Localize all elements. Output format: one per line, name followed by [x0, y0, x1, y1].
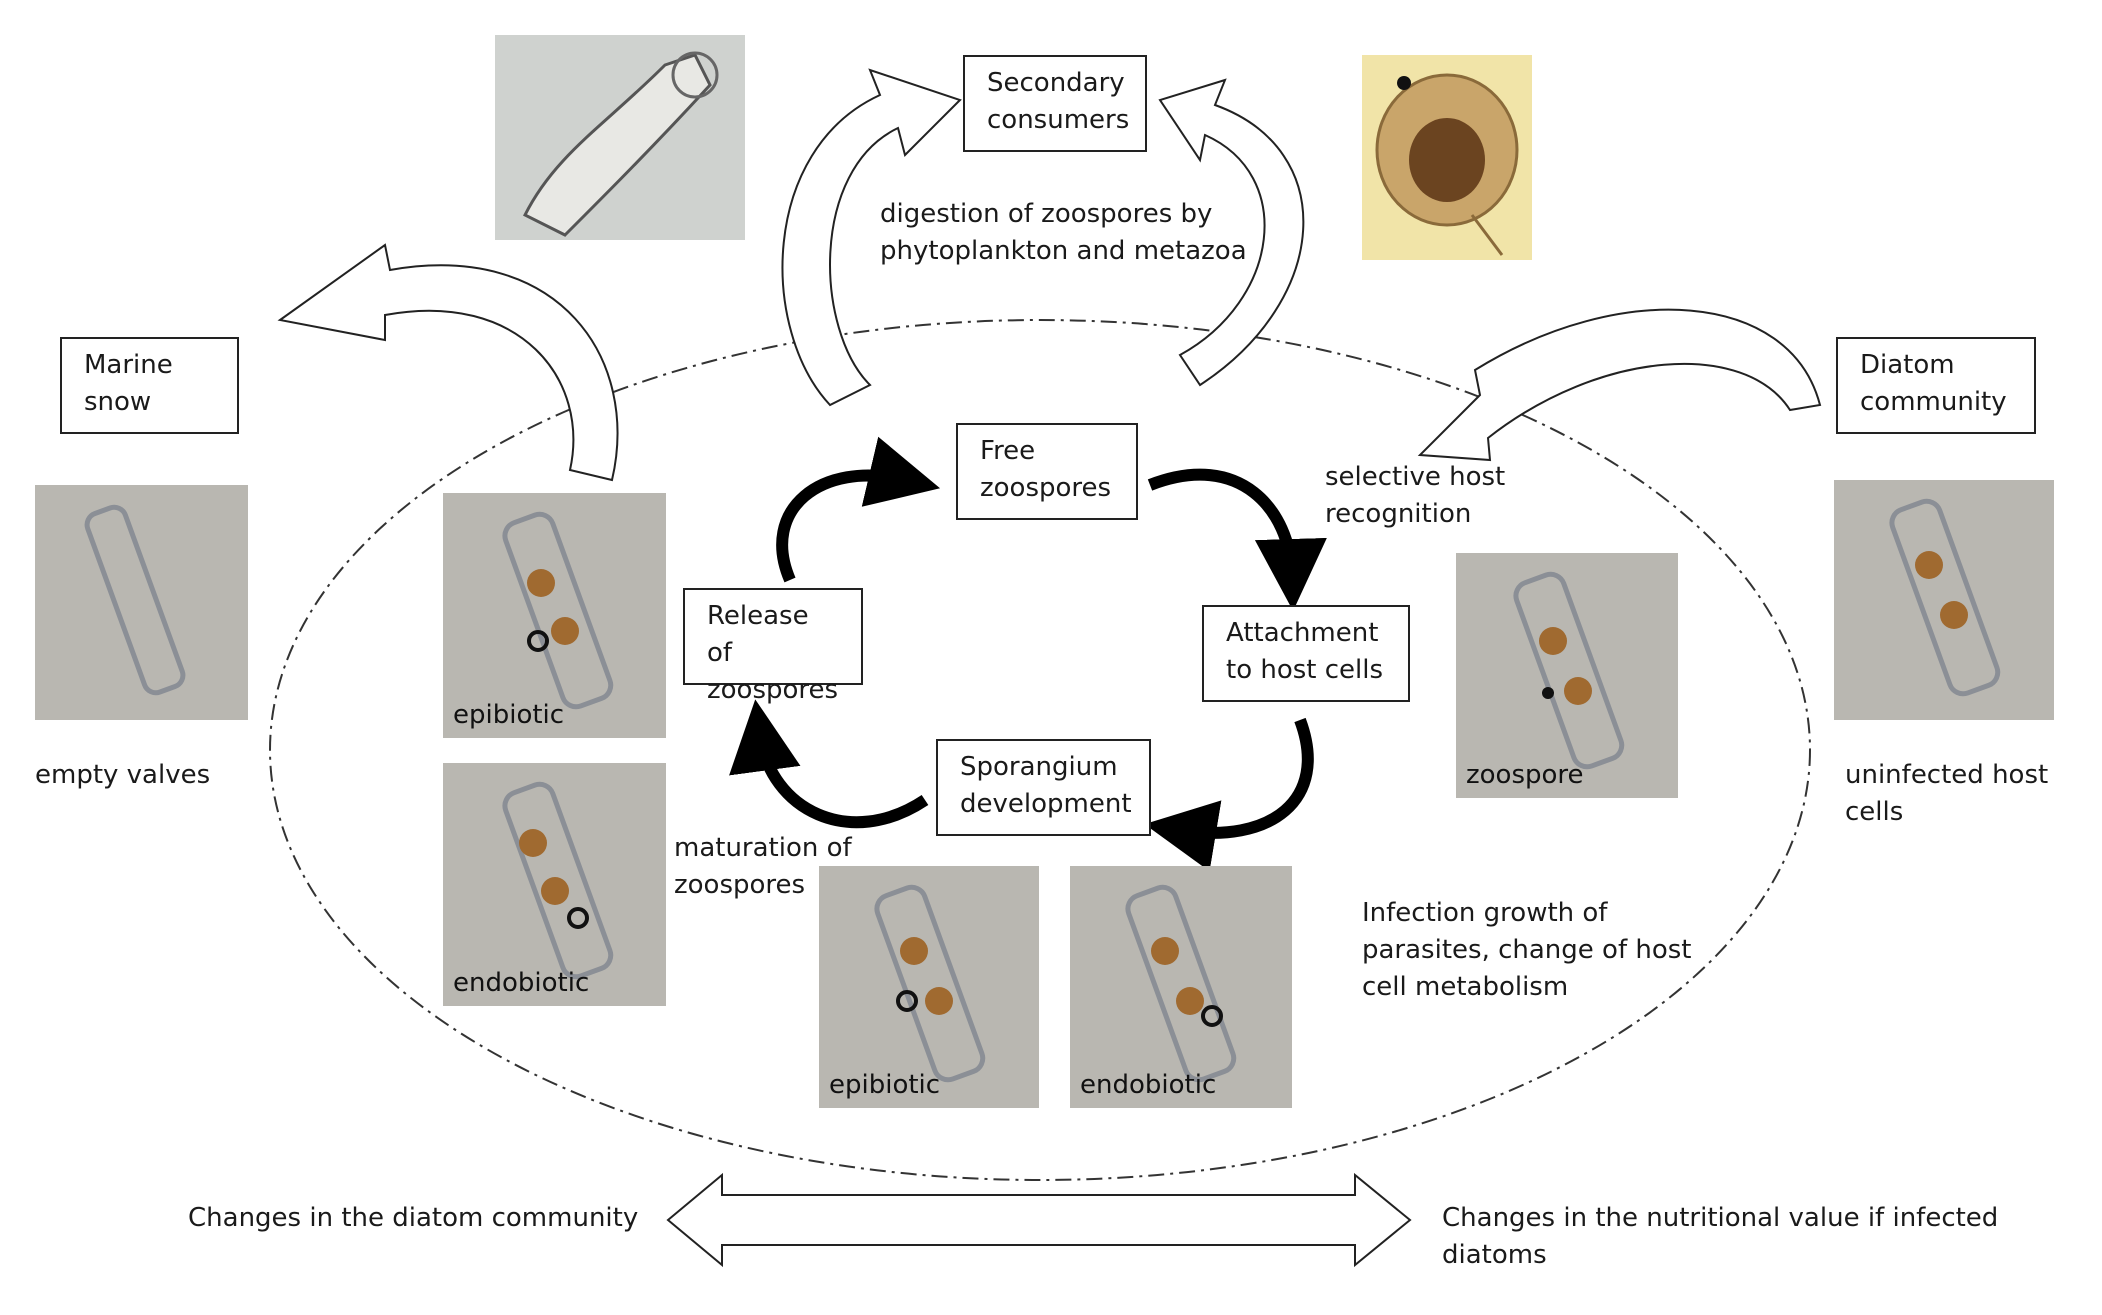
changes-diatom-community-label: Changes in the diatom community	[188, 1203, 639, 1233]
cycle-arrow-release-to-free	[776, 436, 941, 583]
attachment-to-host-cells-box: Attachment to host cells	[1202, 605, 1410, 702]
photo-caption: endobiotic	[1080, 1070, 1217, 1100]
zoospore-photo: zoospore	[1456, 553, 1678, 798]
sporangium-development-box: Sporangium development	[936, 739, 1151, 836]
selective-host-recognition-label: selective host recognition	[1325, 462, 1506, 529]
marine-snow-box: Marine snow	[60, 337, 239, 434]
photo-caption: endobiotic	[453, 968, 590, 998]
uninfected-host-cells-label: uninfected host cells	[1845, 760, 2049, 827]
rotifer-photo	[495, 35, 745, 240]
hollow-arrow-to-marine-snow	[277, 243, 619, 482]
epibiotic-photo-left: epibiotic	[443, 493, 666, 738]
empty-valves-label: empty valves	[35, 760, 211, 790]
photo-caption: epibiotic	[829, 1070, 941, 1100]
empty-valves-photo	[35, 485, 248, 720]
diatom-community-box: Diatom community	[1836, 337, 2036, 434]
hollow-arrow-to-secondary-consumers-left	[781, 68, 962, 407]
digestion-label: digestion of zoospores by phytoplankton …	[880, 199, 1247, 266]
free-zoospores-box: Free zoospores	[956, 423, 1138, 520]
hollow-arrow-to-secondary-consumers-right	[1158, 78, 1305, 387]
daphnia-photo	[1362, 55, 1532, 260]
photo-caption: zoospore	[1466, 760, 1584, 790]
endobiotic-photo-left: endobiotic	[443, 763, 666, 1006]
release-of-zoospores-box: Release of zoospores	[683, 588, 863, 705]
endobiotic-photo-bottom: endobiotic	[1070, 866, 1292, 1108]
hollow-arrow-from-diatom-community	[1417, 308, 1822, 462]
photo-caption: epibiotic	[453, 700, 565, 730]
cycle-arrow-free-to-attachment	[1147, 468, 1327, 611]
maturation-of-zoospores-label: maturation of zoospores	[674, 833, 852, 900]
cycle-arrow-sporangium-to-release	[729, 699, 929, 829]
uninfected-host-cells-photo	[1834, 480, 2054, 720]
secondary-consumers-box: Secondary consumers	[963, 55, 1147, 152]
double-headed-arrow	[666, 1172, 1412, 1268]
infection-growth-label: Infection growth of parasites, change of…	[1362, 898, 1692, 1002]
cycle-arrow-attachment-to-sporangium	[1144, 717, 1314, 872]
changes-nutritional-value-label: Changes in the nutritional value if infe…	[1442, 1203, 1999, 1270]
infection-cycle-ellipse	[269, 319, 1811, 1181]
epibiotic-photo-bottom: epibiotic	[819, 866, 1039, 1108]
